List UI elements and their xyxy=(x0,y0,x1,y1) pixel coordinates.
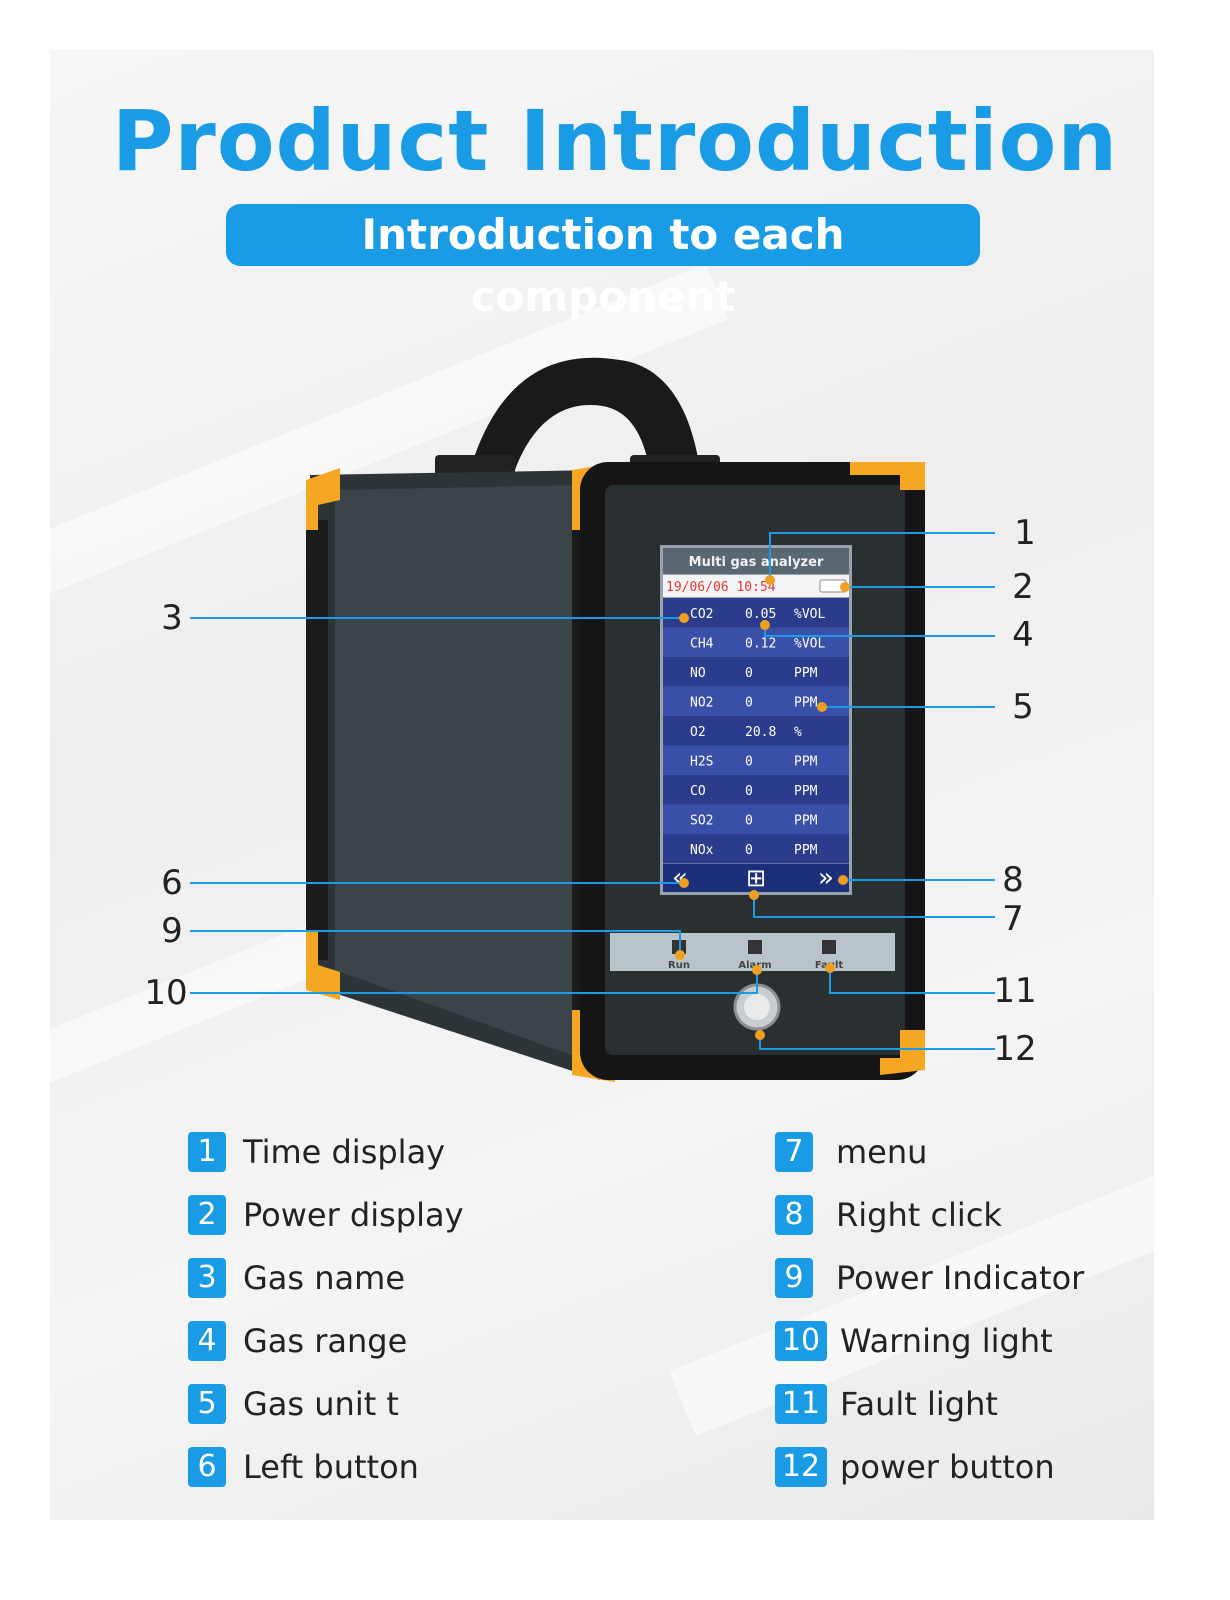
gas-row xyxy=(663,804,849,834)
gas-value: 0 xyxy=(745,814,753,829)
callout-number: 1 xyxy=(1014,513,1036,553)
screen-datetime: 19/06/06 10:54 xyxy=(666,580,776,595)
menu-grid-icon: ⊞ xyxy=(746,864,766,892)
callout-number: 10 xyxy=(144,973,187,1013)
gas-unit: %VOL xyxy=(794,607,825,622)
gas-unit: PPM xyxy=(794,843,818,858)
callout-number: 4 xyxy=(1012,615,1034,655)
gas-row xyxy=(663,775,849,805)
fault-led xyxy=(822,940,836,954)
gas-row xyxy=(663,745,849,775)
left-nav-icon: « xyxy=(672,863,688,893)
legend-badge: 1 xyxy=(188,1132,226,1172)
gas-unit: PPM xyxy=(794,696,818,711)
gas-row xyxy=(663,716,849,746)
gas-value: 0 xyxy=(745,784,753,799)
legend-badge: 10 xyxy=(775,1321,827,1361)
callout-number: 12 xyxy=(993,1029,1036,1069)
gas-name: O2 xyxy=(690,725,706,740)
legend-badge: 6 xyxy=(188,1447,226,1487)
legend-label: Left button xyxy=(243,1448,419,1486)
page-title: Product Introduction xyxy=(111,92,1119,190)
gas-name: SO2 xyxy=(690,814,713,829)
gas-unit: PPM xyxy=(794,755,818,770)
gas-row xyxy=(663,834,849,864)
alarm-led xyxy=(748,940,762,954)
page-subtitle: Introduction to each component xyxy=(226,204,980,321)
gas-row xyxy=(663,686,849,716)
callout-number: 3 xyxy=(161,598,183,638)
gas-unit: PPM xyxy=(794,784,818,799)
legend-label: Warning light xyxy=(840,1322,1053,1360)
legend-badge: 12 xyxy=(775,1447,827,1487)
corner-guard xyxy=(306,468,340,530)
legend-badge: 9 xyxy=(775,1258,813,1298)
gas-value: 0 xyxy=(745,755,753,770)
legend-label: menu xyxy=(836,1133,928,1171)
gas-unit: %VOL xyxy=(794,637,825,652)
gas-value: 0.05 xyxy=(745,607,776,622)
callout-number: 6 xyxy=(161,863,183,903)
gas-value: 0 xyxy=(745,696,753,711)
legend-label: Power display xyxy=(243,1196,464,1234)
gas-name: NOx xyxy=(690,843,714,858)
corner-guard xyxy=(880,1030,925,1075)
screen-header-text: Multi gas analyzer xyxy=(689,555,824,570)
gas-unit: PPM xyxy=(794,666,818,681)
run-label: Run xyxy=(668,960,690,971)
callout-number: 8 xyxy=(1002,860,1024,900)
gas-name: CH4 xyxy=(690,637,714,652)
legend-label: Gas name xyxy=(243,1259,405,1297)
right-nav-icon: » xyxy=(818,863,834,893)
gas-value: 0 xyxy=(745,843,753,858)
gas-value: 0.12 xyxy=(745,637,776,652)
callout-number: 5 xyxy=(1012,687,1034,727)
callout-number: 11 xyxy=(993,971,1036,1011)
legend-label: Gas unit t xyxy=(243,1385,399,1423)
legend-badge: 11 xyxy=(775,1384,827,1424)
gas-value: 0 xyxy=(745,666,753,681)
gas-name: CO2 xyxy=(690,607,713,622)
screen-nav-bg xyxy=(663,864,849,892)
gas-value: 20.8 xyxy=(745,725,776,740)
corner-guard xyxy=(850,462,925,490)
gas-unit: % xyxy=(794,725,802,740)
legend-label: Time display xyxy=(243,1133,446,1171)
gas-row xyxy=(663,657,849,687)
legend-label: power button xyxy=(840,1448,1055,1486)
legend-badge: 7 xyxy=(775,1132,813,1172)
legend-badge: 8 xyxy=(775,1195,813,1235)
power-button-cap xyxy=(744,994,770,1020)
carry-handle xyxy=(470,357,700,470)
gas-unit: PPM xyxy=(794,814,818,829)
callout-dots xyxy=(675,575,850,1040)
legend-label: Gas range xyxy=(243,1322,408,1360)
legend-badge: 4 xyxy=(188,1321,226,1361)
legend-label: Power Indicator xyxy=(836,1259,1085,1297)
corner-guard xyxy=(306,930,340,1000)
device-side-panel xyxy=(335,485,585,1060)
gas-name: NO2 xyxy=(690,696,713,711)
callout-number: 9 xyxy=(161,911,183,951)
callout-numbers: 1 2 3 4 5 6 7 8 9 10 11 12 xyxy=(144,513,1036,1069)
gas-row xyxy=(663,627,849,657)
gas-name: H2S xyxy=(690,755,713,770)
side-grip-left xyxy=(306,520,328,960)
legend-label: Right click xyxy=(836,1196,1002,1234)
callout-number: 2 xyxy=(1012,567,1034,607)
legend-badge: 3 xyxy=(188,1258,226,1298)
screen-header-bg xyxy=(663,548,849,574)
screen-status-bg xyxy=(663,575,849,597)
callout-number: 7 xyxy=(1002,899,1024,939)
gas-name: NO xyxy=(690,666,706,681)
gas-name: CO xyxy=(690,784,706,799)
gas-row xyxy=(663,598,849,628)
legend-badge: 2 xyxy=(188,1195,226,1235)
legend-label: Fault light xyxy=(840,1385,998,1423)
legend-badge: 5 xyxy=(188,1384,226,1424)
